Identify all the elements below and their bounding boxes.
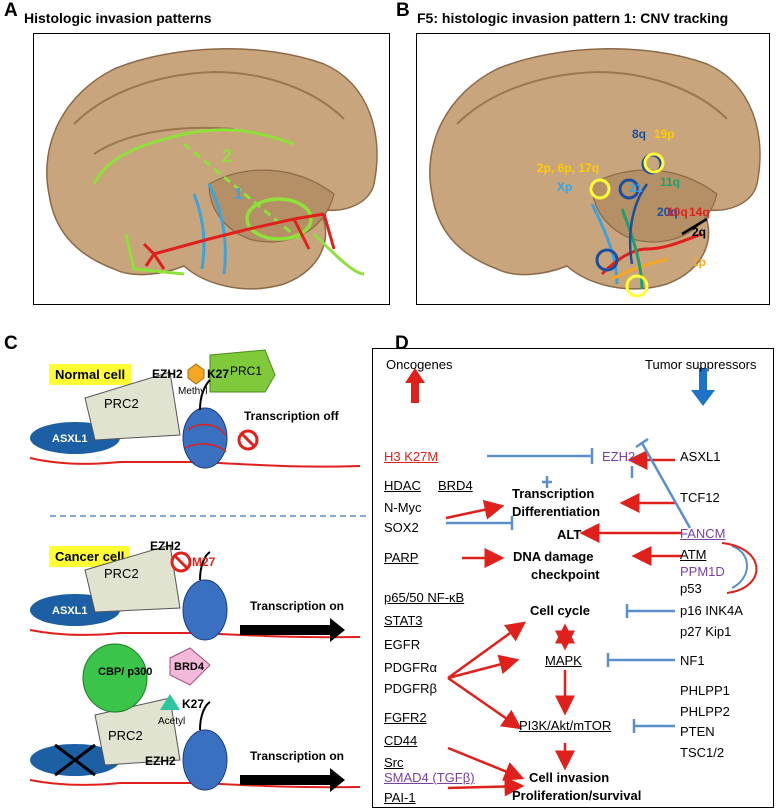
transcription-on-label-1: Transcription on	[250, 599, 344, 613]
prc1-label: PRC1	[230, 364, 262, 378]
panel-d-arrows	[405, 368, 758, 797]
transcription-on-label-2: Transcription on	[250, 749, 344, 763]
cancer-cell-tag: Cancer cell	[49, 546, 131, 567]
alt-label: ALT	[557, 527, 582, 542]
cnv-1p-label: 1p	[692, 255, 706, 269]
cell-cycle-label: Cell cycle	[530, 603, 590, 618]
k27-label-acetyl: K27	[182, 697, 204, 711]
p53-label: p53	[680, 581, 702, 596]
ezh2-label-cancer: EZH2	[150, 539, 181, 553]
brain-illustration-b: 8q 19p 2p, 6p, 17q Xp 21 11q 20q 10q 14q…	[429, 48, 761, 298]
cnv-21-label: 21	[629, 181, 643, 195]
cnv-2p6p17q-label: 2p, 6p, 17q	[537, 161, 599, 175]
acetyl-label: Acetyl	[158, 716, 185, 727]
ezh2-label-acetyl: EZH2	[145, 754, 176, 768]
cnv-2q-label: 2q	[692, 225, 706, 239]
asxl1-label-cancer: ASXL1	[52, 605, 87, 617]
panel-d-box	[372, 348, 774, 808]
cnv-xp-label: Xp	[557, 180, 572, 194]
src-label: Src	[384, 755, 404, 770]
hdac-label: HDAC	[384, 478, 421, 493]
k27-label-normal: K27	[207, 367, 229, 381]
cd44-label: CD44	[384, 733, 418, 748]
normal-cell-tag: Normal cell	[49, 364, 132, 385]
panel-a-brain-image: 2 1	[33, 33, 390, 305]
smad4-label: SMAD4 (TGFβ)	[384, 770, 475, 785]
atm-label: ATM	[680, 547, 707, 562]
ezh2-label-normal: EZH2	[152, 367, 183, 381]
m27-label: M27	[192, 555, 216, 569]
mapk-label: MAPK	[545, 653, 582, 668]
sox2-label: SOX2	[384, 520, 419, 535]
differentiation-label: Differentiation	[512, 504, 601, 519]
cnv-20q-label: 20q	[657, 205, 678, 219]
brain-illustration-a: 2 1	[46, 48, 378, 290]
fgfr2-label: FGFR2	[384, 710, 427, 725]
ezh2-center-label: EZH2	[602, 449, 636, 464]
cnv-14q-label: 14q	[689, 205, 710, 219]
oncogenes-header: Oncogenes	[386, 357, 453, 372]
panel-c-letter: C	[4, 333, 18, 354]
methyl-label: Methyl	[178, 386, 207, 397]
brd4-label-c: BRD4	[174, 661, 205, 673]
pattern-1-label: 1	[234, 186, 243, 203]
panel-b-title: F5: histologic invasion pattern 1: CNV t…	[417, 10, 729, 26]
cnv-8q-label: 8q	[632, 127, 646, 141]
pdgfra-label: PDGFRα	[384, 660, 438, 675]
tcf12-label: TCF12	[680, 490, 720, 505]
ppm1d-label: PPM1D	[680, 564, 725, 579]
nf1-label: NF1	[680, 653, 705, 668]
phlpp2-label: PHLPP2	[680, 704, 730, 719]
panel-b-letter: B	[396, 0, 410, 21]
phlpp1-label: PHLPP1	[680, 683, 730, 698]
p16-label: p16 INK4A	[680, 603, 743, 618]
transcription-label: Transcription	[512, 486, 595, 501]
pi3k-label: PI3K/Akt/mTOR	[519, 718, 612, 733]
nfkb-label: p65/50 NF-κB	[384, 590, 465, 605]
prc2-label-acetyl: PRC2	[108, 728, 143, 743]
stat3-label: STAT3	[384, 613, 423, 628]
parp-label: PARP	[384, 550, 419, 565]
tsc-label: TSC1/2	[680, 745, 725, 760]
panel-c-schematic: ASXL1 PRC2 EZH2 K27 Methyl PRC1 Transcri…	[29, 349, 370, 792]
egfr-label: EGFR	[384, 637, 421, 652]
cbp-p300-label: CBP/ p300	[98, 666, 152, 678]
pten-label: PTEN	[680, 724, 715, 739]
nmyc-label: N-Myc	[384, 500, 422, 515]
prc2-label-normal: PRC2	[104, 396, 139, 411]
pai1-label: PAI-1	[384, 790, 416, 805]
asxl1-label-normal: ASXL1	[52, 433, 87, 445]
p27-label: p27 Kip1	[680, 624, 732, 639]
proliferation-label: Proliferation/survival	[512, 788, 642, 803]
pattern-2-label: 2	[222, 146, 232, 166]
checkpoint-label: checkpoint	[531, 567, 600, 582]
transcription-off-label: Transcription off	[244, 409, 340, 423]
pdgfrb-label: PDGFRβ	[384, 681, 437, 696]
cell-invasion-label: Cell invasion	[529, 770, 610, 785]
panel-b-brain-image: 8q 19p 2p, 6p, 17q Xp 21 11q 20q 10q 14q…	[416, 33, 770, 305]
suppressors-header: Tumor suppressors	[645, 357, 757, 372]
cnv-11q-label: 11q	[660, 175, 680, 189]
prc2-label-cancer: PRC2	[104, 566, 139, 581]
fancm-label: FANCM	[680, 526, 726, 541]
asxl1-d-label: ASXL1	[680, 449, 721, 464]
suppressor-down-arrow	[691, 368, 715, 406]
cnv-19p-label: 19p	[654, 127, 675, 141]
h3k27m-label: H3 K27M	[384, 449, 439, 464]
brd4-label-d: BRD4	[438, 478, 473, 493]
panel-a-title: Histologic invasion patterns	[24, 10, 212, 26]
dna-damage-label: DNA damage	[513, 549, 594, 564]
oncogenes-up-arrow	[405, 368, 425, 403]
panel-a-letter: A	[4, 0, 18, 21]
cnv-10q-label: 10q	[667, 205, 688, 219]
